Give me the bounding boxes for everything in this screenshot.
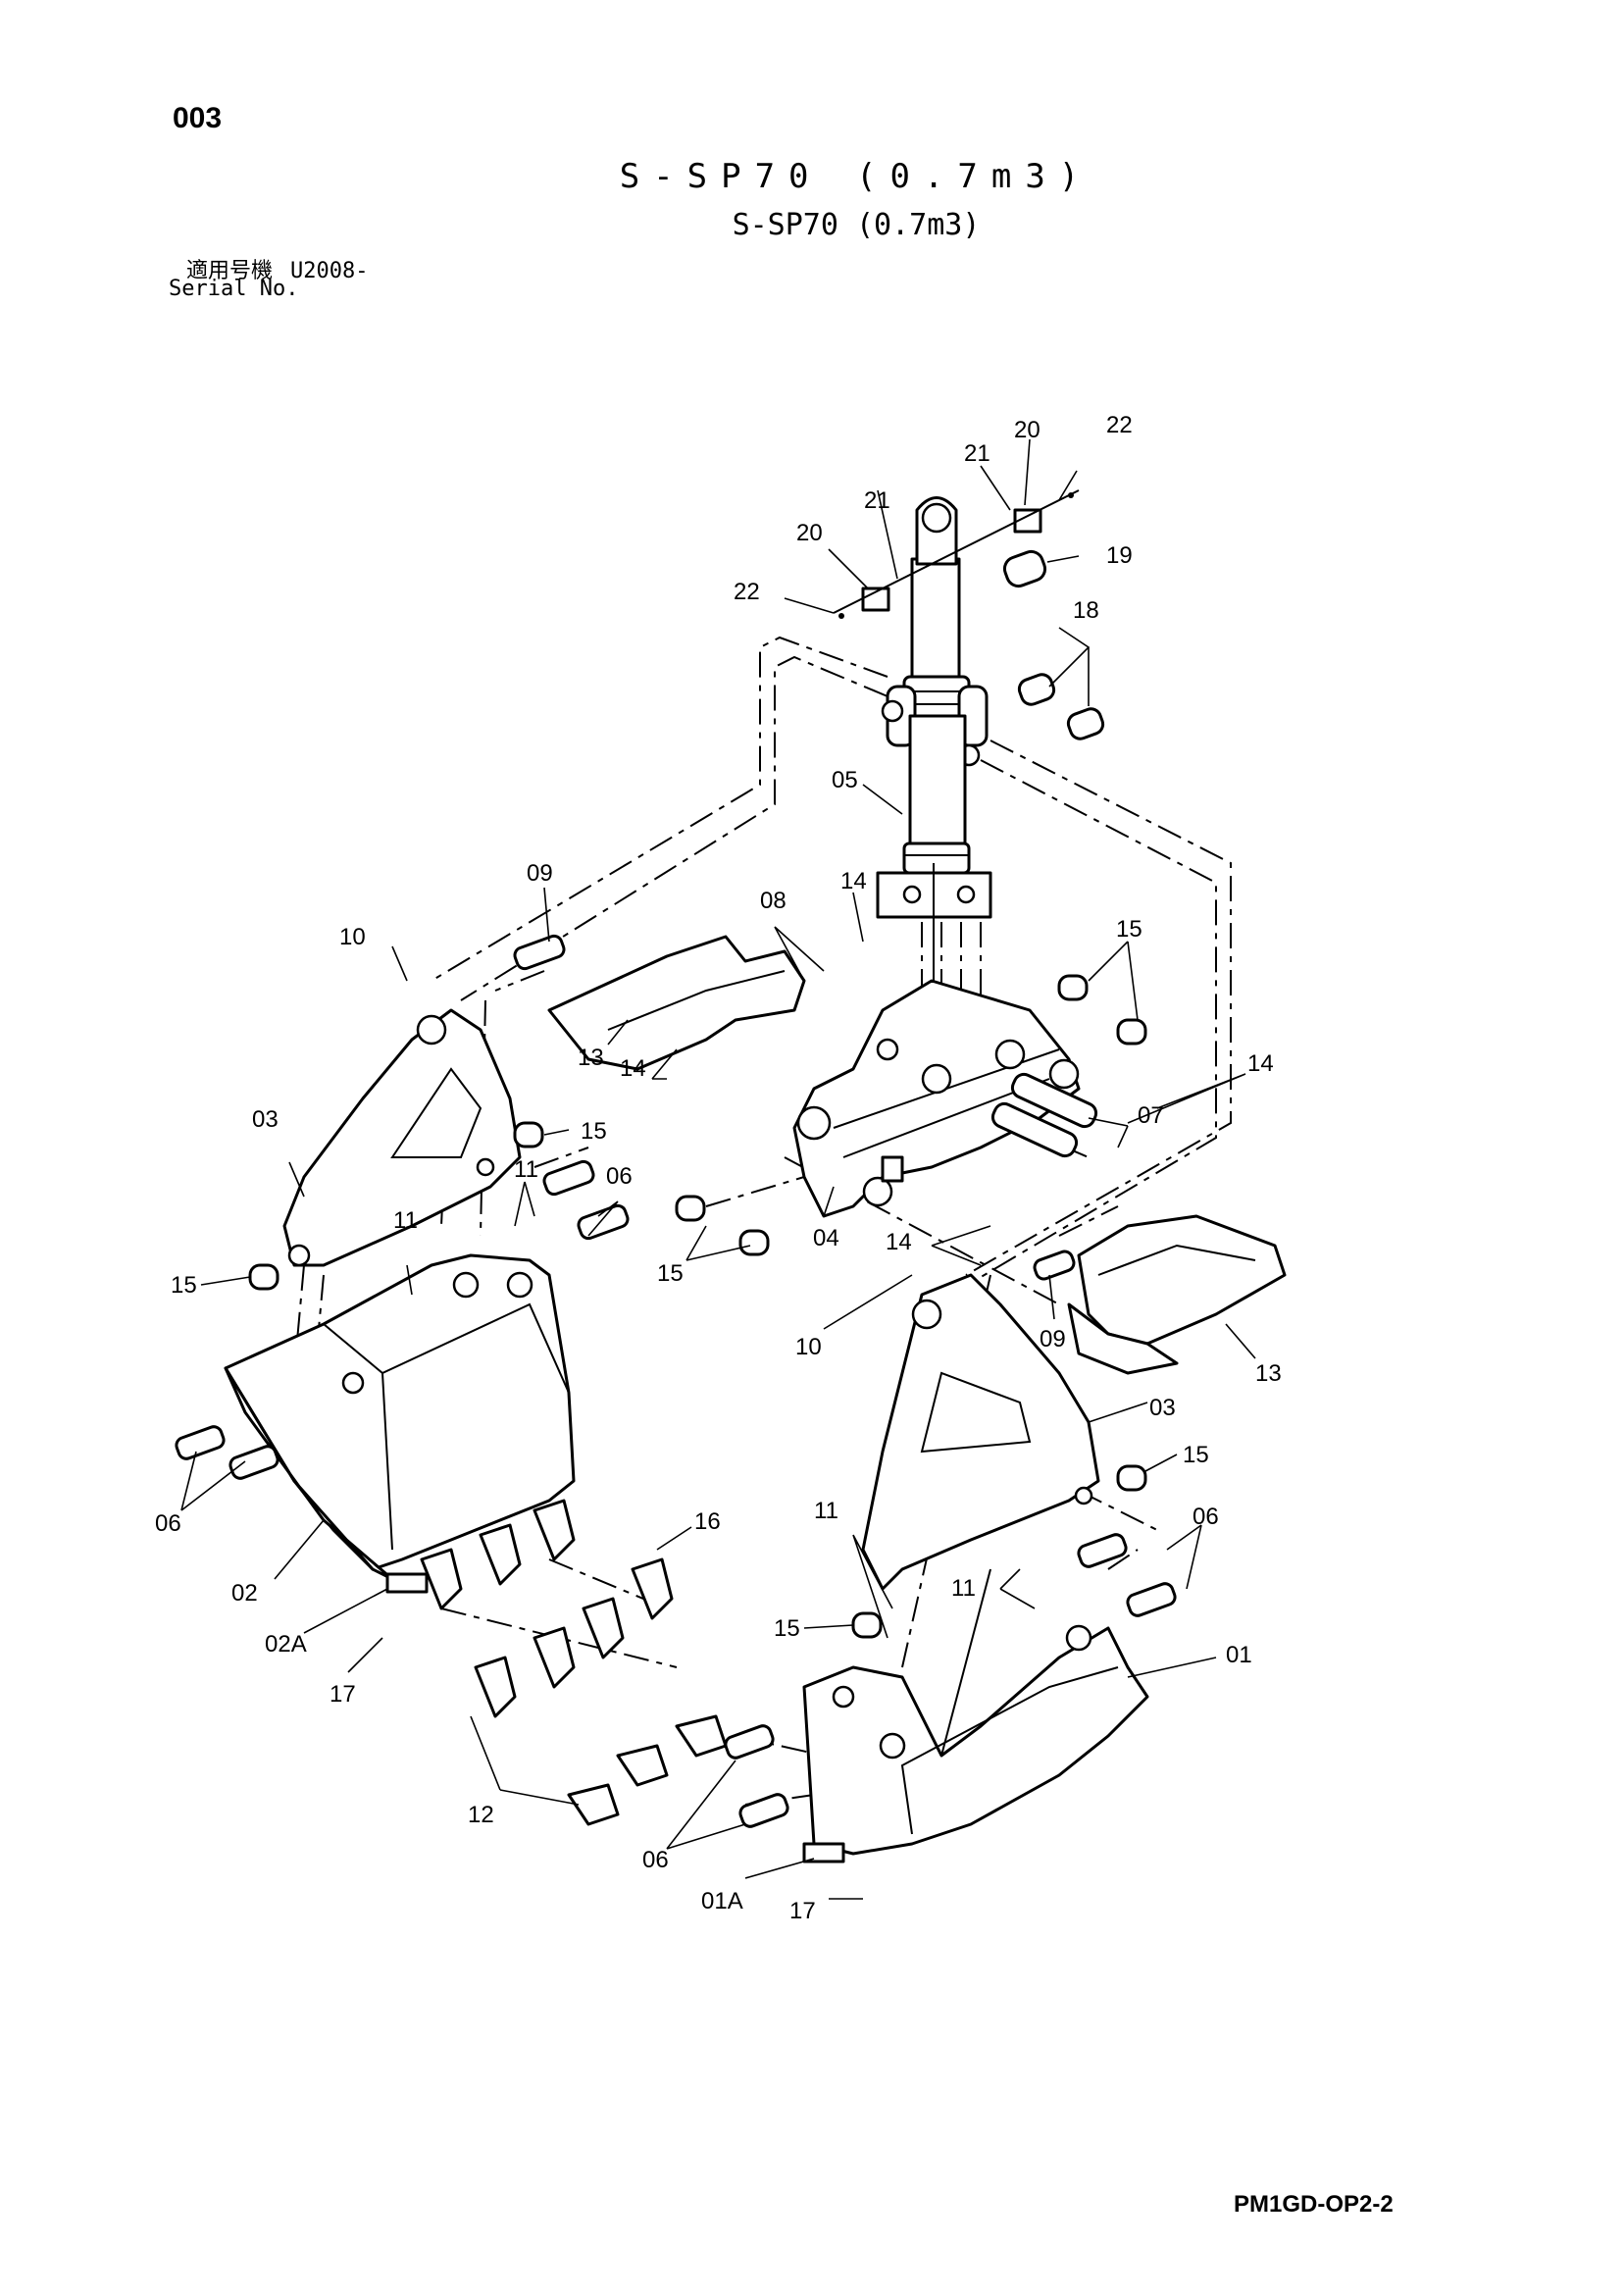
callout-22: 22	[734, 579, 760, 605]
callout-02: 02	[231, 1580, 258, 1607]
assembly-dashed-lines	[293, 636, 1232, 1806]
callout-06: 06	[606, 1163, 633, 1190]
part-06-09-15-pins	[175, 934, 1177, 1828]
serial-label-ja-text: 適用号機	[186, 259, 274, 283]
part-07-pins	[990, 1072, 1098, 1158]
serial-label-en: Serial No.	[169, 277, 299, 301]
callout-19: 19	[1106, 542, 1133, 569]
callout-09: 09	[1040, 1326, 1066, 1352]
callout-11: 11	[951, 1575, 976, 1602]
callout-06: 06	[155, 1510, 181, 1537]
part-03-side-plate-right	[861, 1273, 1100, 1591]
callout-06: 06	[1193, 1504, 1219, 1530]
drawing-subtitle: S-SP70 (0.7m3)	[732, 208, 981, 242]
callout-14: 14	[886, 1229, 912, 1255]
page-number: 003	[173, 102, 223, 134]
callout-15: 15	[774, 1615, 800, 1642]
callout-03: 03	[1149, 1395, 1176, 1421]
part-12-bucket-teeth-right	[567, 1714, 728, 1826]
callout-11: 11	[814, 1498, 838, 1524]
callout-labels: 22 20 21 19 21 20 22 18 05 09 08 14 15 1…	[155, 412, 1282, 1924]
callout-06: 06	[642, 1847, 669, 1873]
callout-leader-lines	[180, 438, 1256, 1900]
part-03-side-plate-left	[282, 1008, 522, 1267]
callout-14: 14	[1247, 1050, 1274, 1077]
callout-02A: 02A	[265, 1631, 307, 1658]
callout-15: 15	[1183, 1442, 1209, 1468]
drawing-title: S-SP70 (0.7m3)	[619, 157, 1093, 196]
callout-20: 20	[796, 520, 823, 546]
callout-22: 22	[1106, 412, 1133, 438]
callout-10: 10	[795, 1334, 822, 1360]
part-16-bucket-teeth-left	[420, 1499, 674, 1718]
serial-value: U2008-	[290, 259, 369, 283]
drawing-code: PM1GD-OP2-2	[1234, 2191, 1394, 2218]
callout-09: 09	[527, 860, 553, 887]
callout-05: 05	[832, 767, 858, 793]
callout-03: 03	[252, 1106, 279, 1133]
callout-11: 11	[393, 1207, 418, 1234]
callout-15: 15	[657, 1260, 684, 1287]
callout-07: 07	[1138, 1102, 1164, 1129]
part-01-bucket-right	[802, 1568, 1149, 1863]
callout-21: 21	[864, 487, 890, 514]
callout-13: 13	[578, 1045, 604, 1071]
callout-18: 18	[1073, 597, 1099, 624]
part-02-bucket-left	[224, 1253, 576, 1594]
part-13-arm-right	[1067, 1214, 1287, 1375]
callout-12: 12	[468, 1802, 494, 1828]
callout-17: 17	[330, 1681, 356, 1708]
callout-16: 16	[694, 1508, 721, 1535]
callout-21: 21	[964, 440, 990, 467]
callout-11: 11	[514, 1156, 538, 1183]
callout-01: 01	[1226, 1642, 1252, 1668]
part-05-hydraulic-cylinder	[876, 496, 992, 1020]
callout-14: 14	[620, 1055, 646, 1082]
part-18-19-20-21-22-pins	[833, 489, 1105, 740]
callout-01A: 01A	[701, 1888, 743, 1914]
callout-10: 10	[339, 924, 366, 950]
callout-04: 04	[813, 1225, 839, 1251]
callout-15: 15	[1116, 916, 1142, 943]
callout-17: 17	[789, 1898, 816, 1924]
callout-14: 14	[840, 868, 867, 894]
part-13-arm-left	[547, 935, 806, 1071]
callout-15: 15	[581, 1118, 607, 1145]
callout-15: 15	[171, 1272, 197, 1299]
callout-08: 08	[760, 888, 787, 914]
serial-label-ja: 適用号機 U2008-	[186, 253, 369, 284]
callout-20: 20	[1014, 417, 1040, 443]
callout-13: 13	[1255, 1360, 1282, 1387]
